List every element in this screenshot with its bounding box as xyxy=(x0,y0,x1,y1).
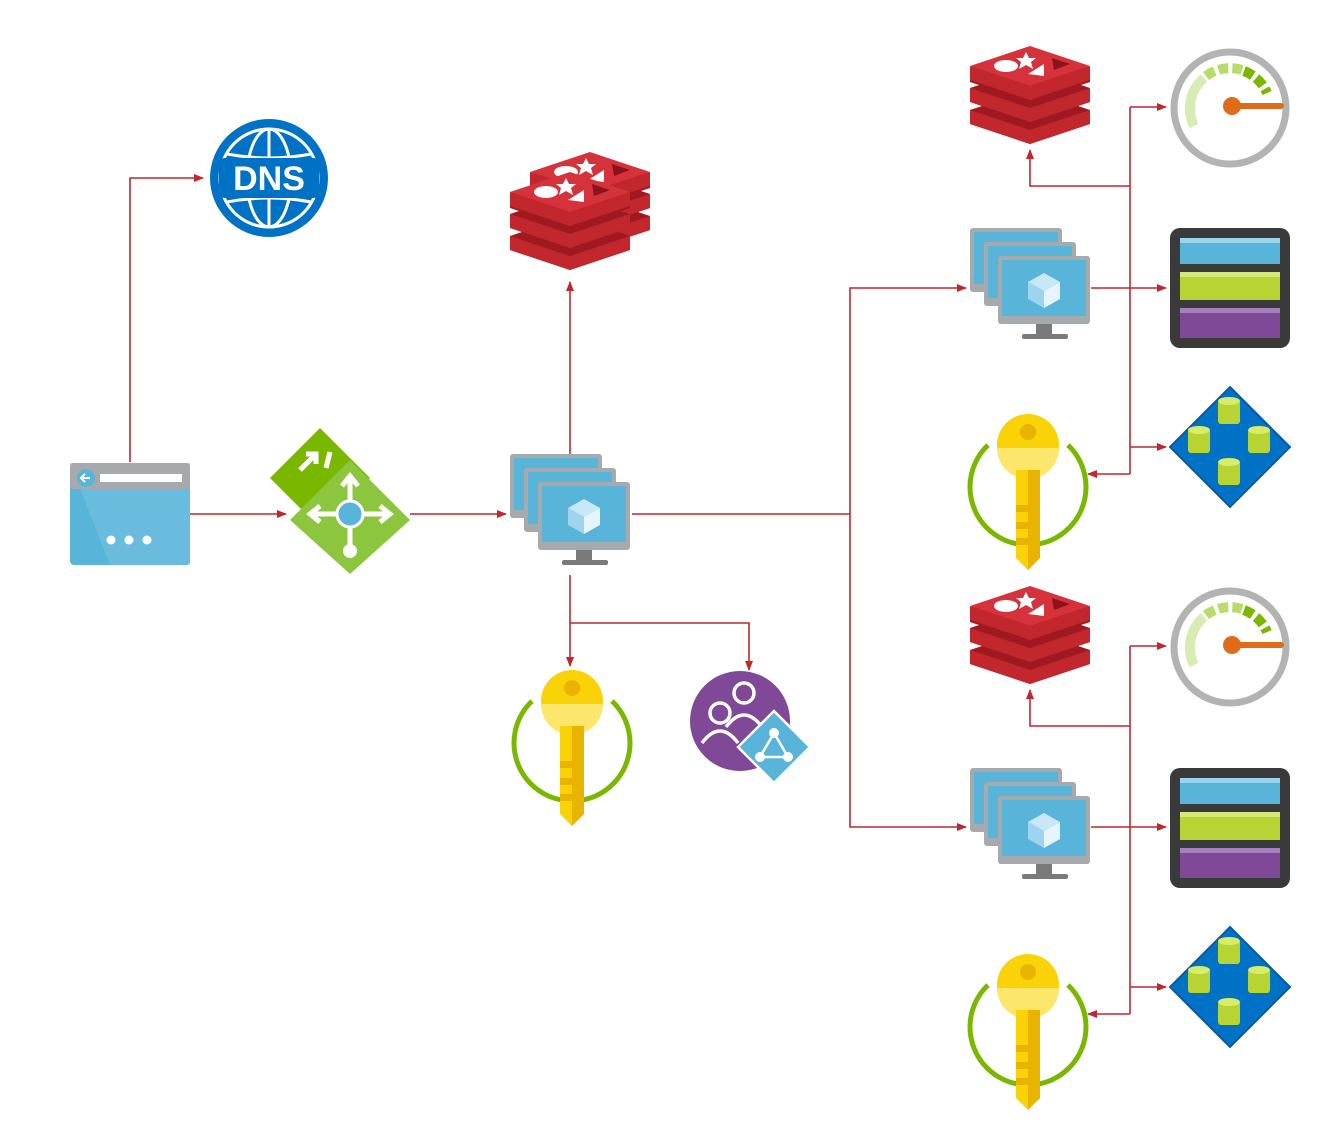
monitor-gauge-upper-icon xyxy=(1174,52,1286,164)
redis-cache-upper-icon xyxy=(970,46,1090,144)
vm-scaleset-frontend-icon xyxy=(510,454,630,565)
connector-to-vm-lower xyxy=(849,514,967,831)
browser-icon xyxy=(70,463,190,565)
connector-browser-dns xyxy=(129,174,204,462)
redis-cache-lower-icon xyxy=(970,586,1090,684)
connector-to-vm-upper xyxy=(849,284,967,514)
connector-vm-aad xyxy=(570,622,753,671)
dns-label: DNS xyxy=(233,160,305,198)
connectors xyxy=(129,103,1167,1018)
cosmos-db-upper-icon xyxy=(1169,386,1291,508)
azure-ad-groups-icon xyxy=(690,671,812,785)
app-gateway-icon xyxy=(270,428,410,574)
connector-trunk-lower-redis xyxy=(1026,689,1130,727)
dns-icon: DNS xyxy=(210,119,328,237)
monitor-gauge-lower-icon xyxy=(1174,591,1286,703)
key-vault-lower-icon xyxy=(970,954,1086,1110)
vm-scaleset-lower-icon xyxy=(970,768,1090,879)
connector-trunk-upper-redis xyxy=(1026,149,1130,187)
cosmos-db-lower-icon xyxy=(1169,926,1291,1048)
vm-scaleset-upper-icon xyxy=(970,228,1090,339)
redis-cache-frontend-icon xyxy=(510,152,650,270)
key-vault-frontend-icon xyxy=(514,670,630,826)
storage-lower-icon xyxy=(1170,768,1290,888)
storage-upper-icon xyxy=(1170,228,1290,348)
key-vault-upper-icon xyxy=(970,414,1086,570)
